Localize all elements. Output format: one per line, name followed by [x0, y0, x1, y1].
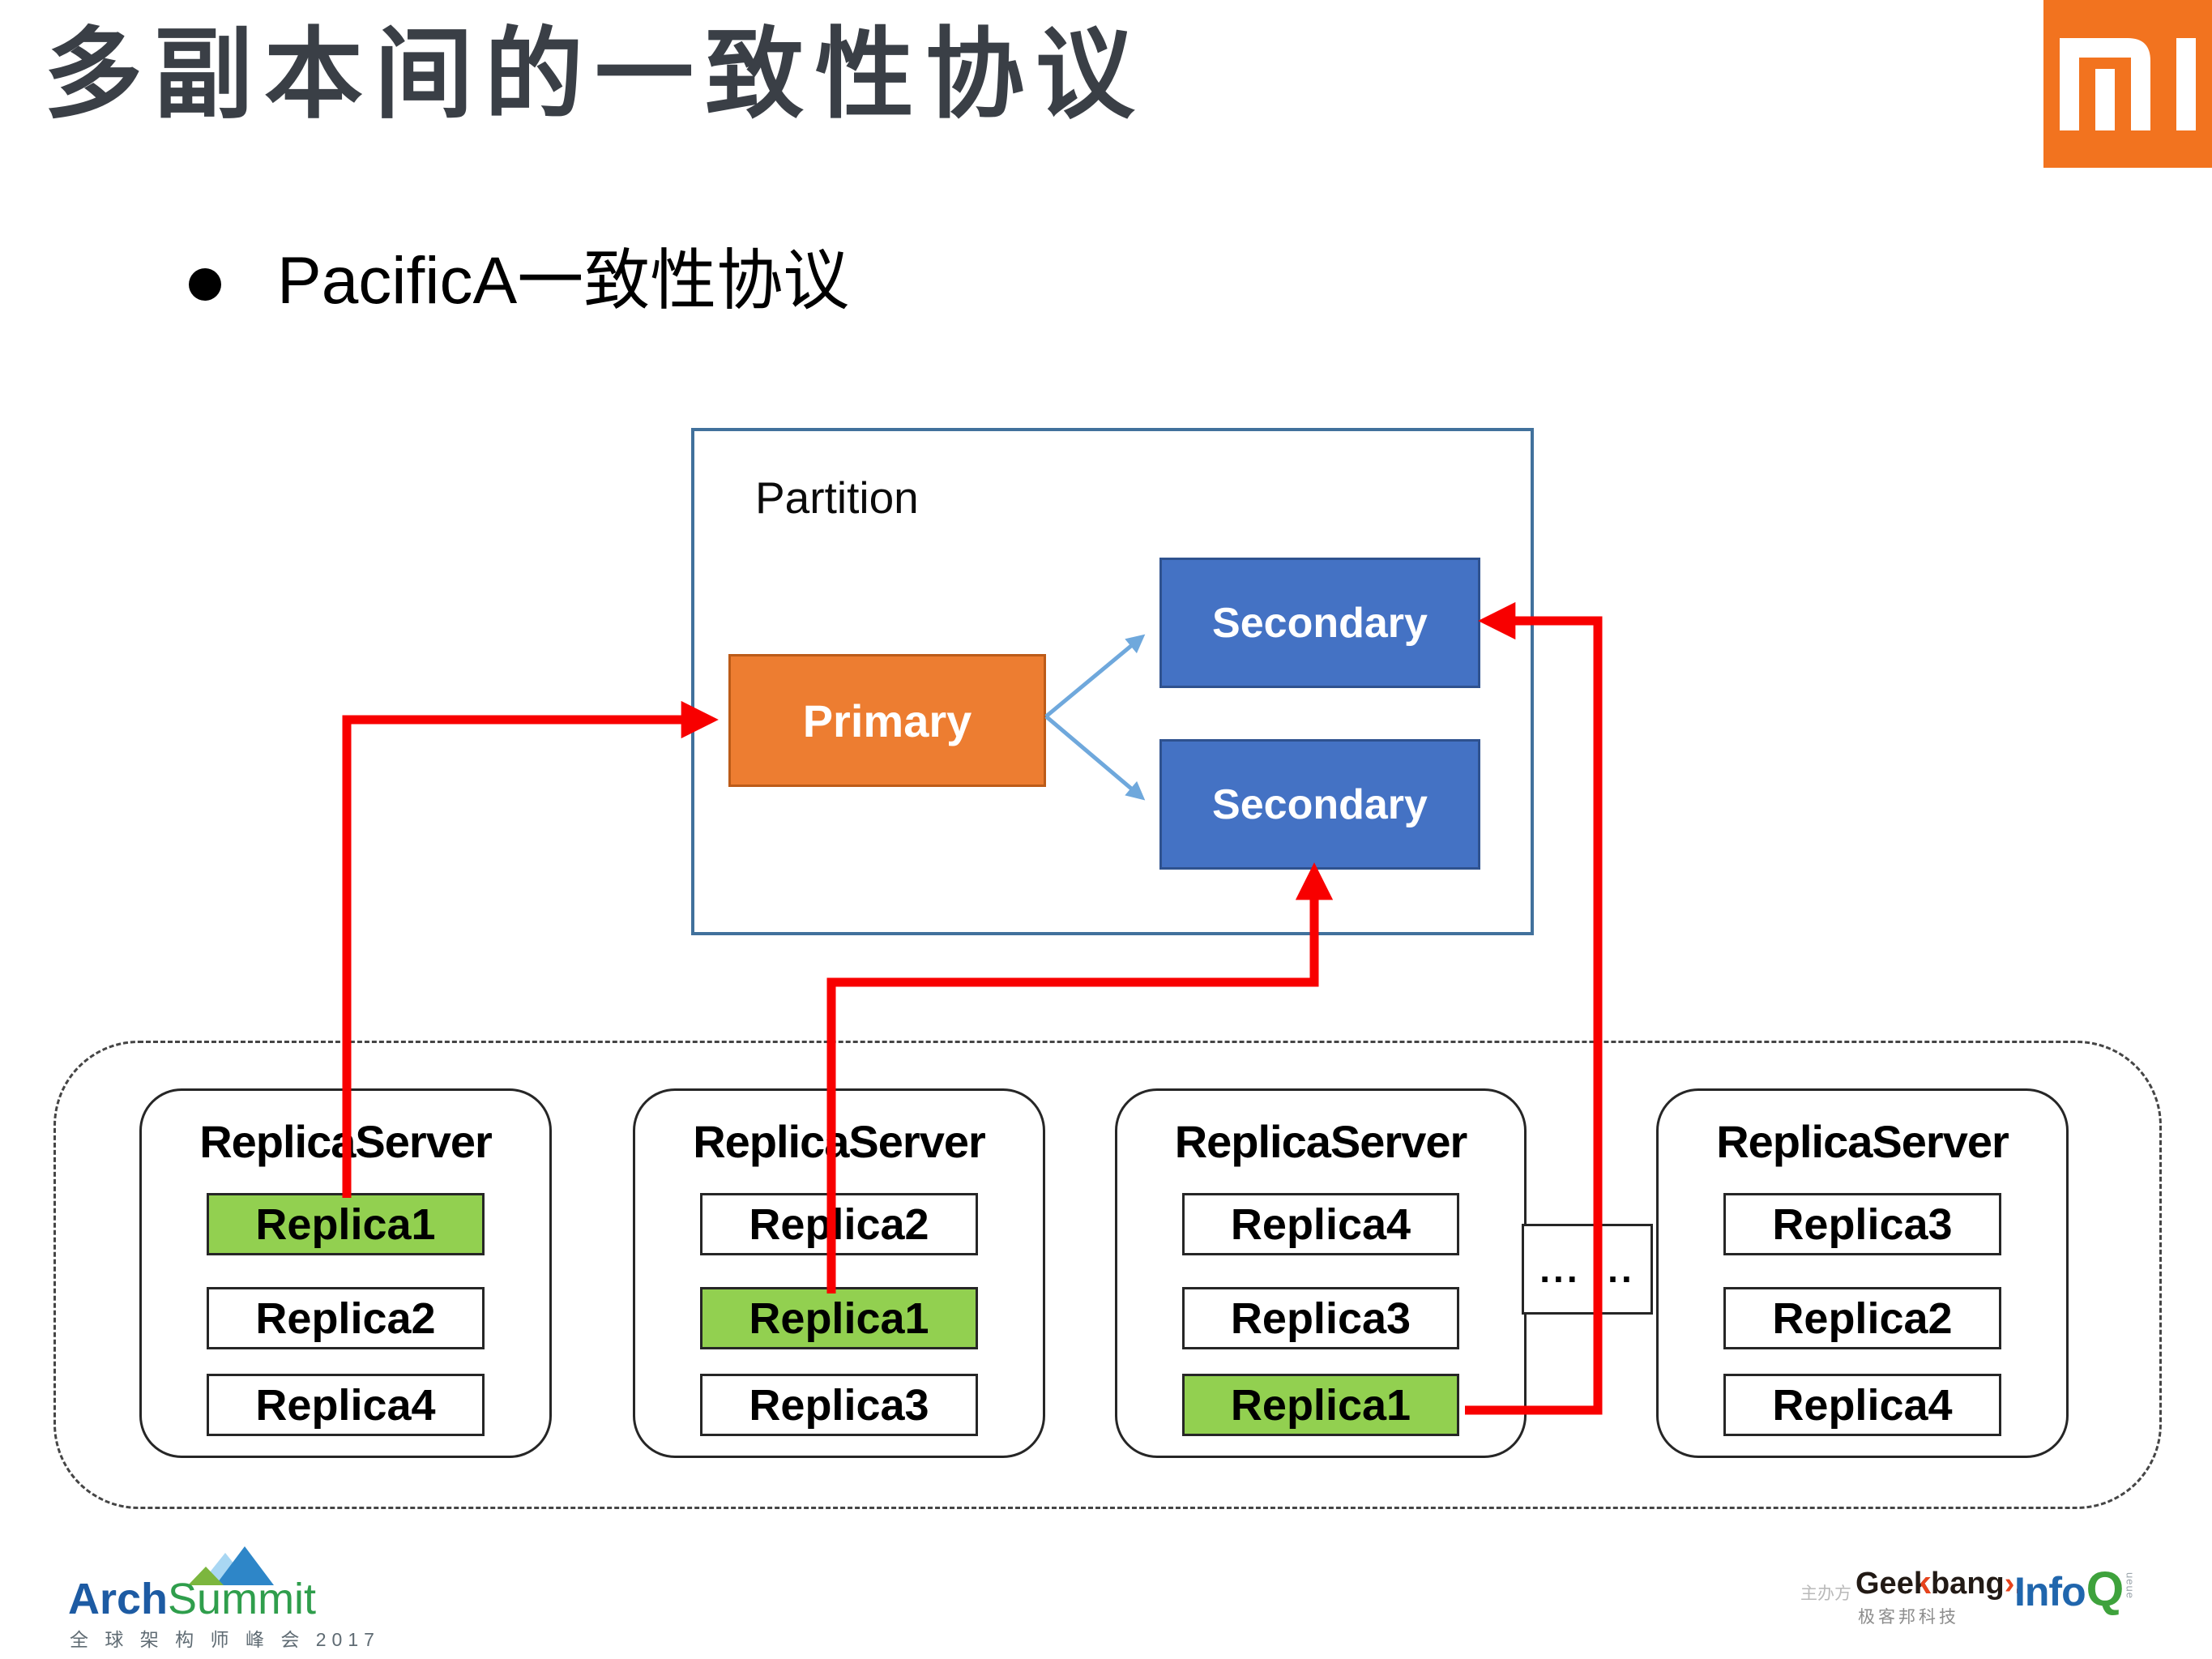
- replica-box: Replica2: [207, 1287, 485, 1349]
- archsummit-arch: Arch: [68, 1575, 169, 1623]
- bullet-text: PacificA一致性协议: [277, 244, 850, 318]
- geekbang-gee: Gee: [1855, 1567, 1914, 1601]
- replica-box: Replica1: [1182, 1374, 1459, 1436]
- replica-box: Replica3: [700, 1374, 978, 1436]
- server-title: ReplicaServer: [1716, 1116, 2009, 1167]
- replica-box: Replica3: [1723, 1193, 2001, 1255]
- infoq-logo: Info Q ueue: [2014, 1561, 2136, 1617]
- replica-box: Replica1: [700, 1287, 978, 1349]
- replica-box: Replica4: [1723, 1374, 2001, 1436]
- replica-server-1: ReplicaServer Replica1 Replica2 Replica4: [139, 1088, 552, 1458]
- geekbang-arrow: ›.: [2004, 1567, 2023, 1601]
- geekbang-bang: bang: [1930, 1567, 2005, 1601]
- infoq-q: Q: [2086, 1562, 2124, 1616]
- primary-node: Primary: [728, 654, 1046, 787]
- secondary-node-top: Secondary: [1159, 558, 1480, 688]
- host-label: 主办方: [1800, 1584, 1851, 1603]
- archsummit-mountain-icon: [188, 1546, 274, 1585]
- geekbang-subtitle: 极客邦科技: [1858, 1608, 1959, 1627]
- partition-label: Partition: [755, 472, 919, 523]
- replica-server-4: ReplicaServer Replica3 Replica2 Replica4: [1656, 1088, 2069, 1458]
- partition-box: Partition Primary Secondary Secondary: [691, 428, 1534, 935]
- replica-server-3: ReplicaServer Replica4 Replica3 Replica1: [1115, 1088, 1527, 1458]
- bullet-icon: [189, 268, 221, 301]
- replica-server-2: ReplicaServer Replica2 Replica1 Replica3: [633, 1088, 1045, 1458]
- page-title: 多副本间的一致性协议: [44, 19, 1146, 130]
- server-title: ReplicaServer: [1174, 1116, 1468, 1167]
- replica-box: Replica3: [1182, 1287, 1459, 1349]
- xiaomi-logo-icon: [2043, 0, 2212, 168]
- replica-box: Replica4: [207, 1374, 485, 1436]
- archsummit-logo: ArchSummit: [68, 1575, 317, 1623]
- replica-box: Replica1: [207, 1193, 485, 1255]
- xiaomi-mi-glyph: [2060, 38, 2196, 130]
- archsummit-summit: Summit: [168, 1575, 317, 1623]
- secondary-node-bottom: Secondary: [1159, 739, 1480, 870]
- server-title: ReplicaServer: [693, 1116, 986, 1167]
- archsummit-subtitle: 全 球 架 构 师 峰 会 2017: [70, 1629, 380, 1650]
- replica-box: Replica2: [1723, 1287, 2001, 1349]
- infoq-ueue: ueue: [2124, 1572, 2137, 1599]
- ellipsis-box: ... ...: [1522, 1224, 1653, 1315]
- replica-box: Replica2: [700, 1193, 978, 1255]
- replica-box: Replica4: [1182, 1193, 1459, 1255]
- infoq-info: Info: [2014, 1569, 2086, 1614]
- server-title: ReplicaServer: [199, 1116, 493, 1167]
